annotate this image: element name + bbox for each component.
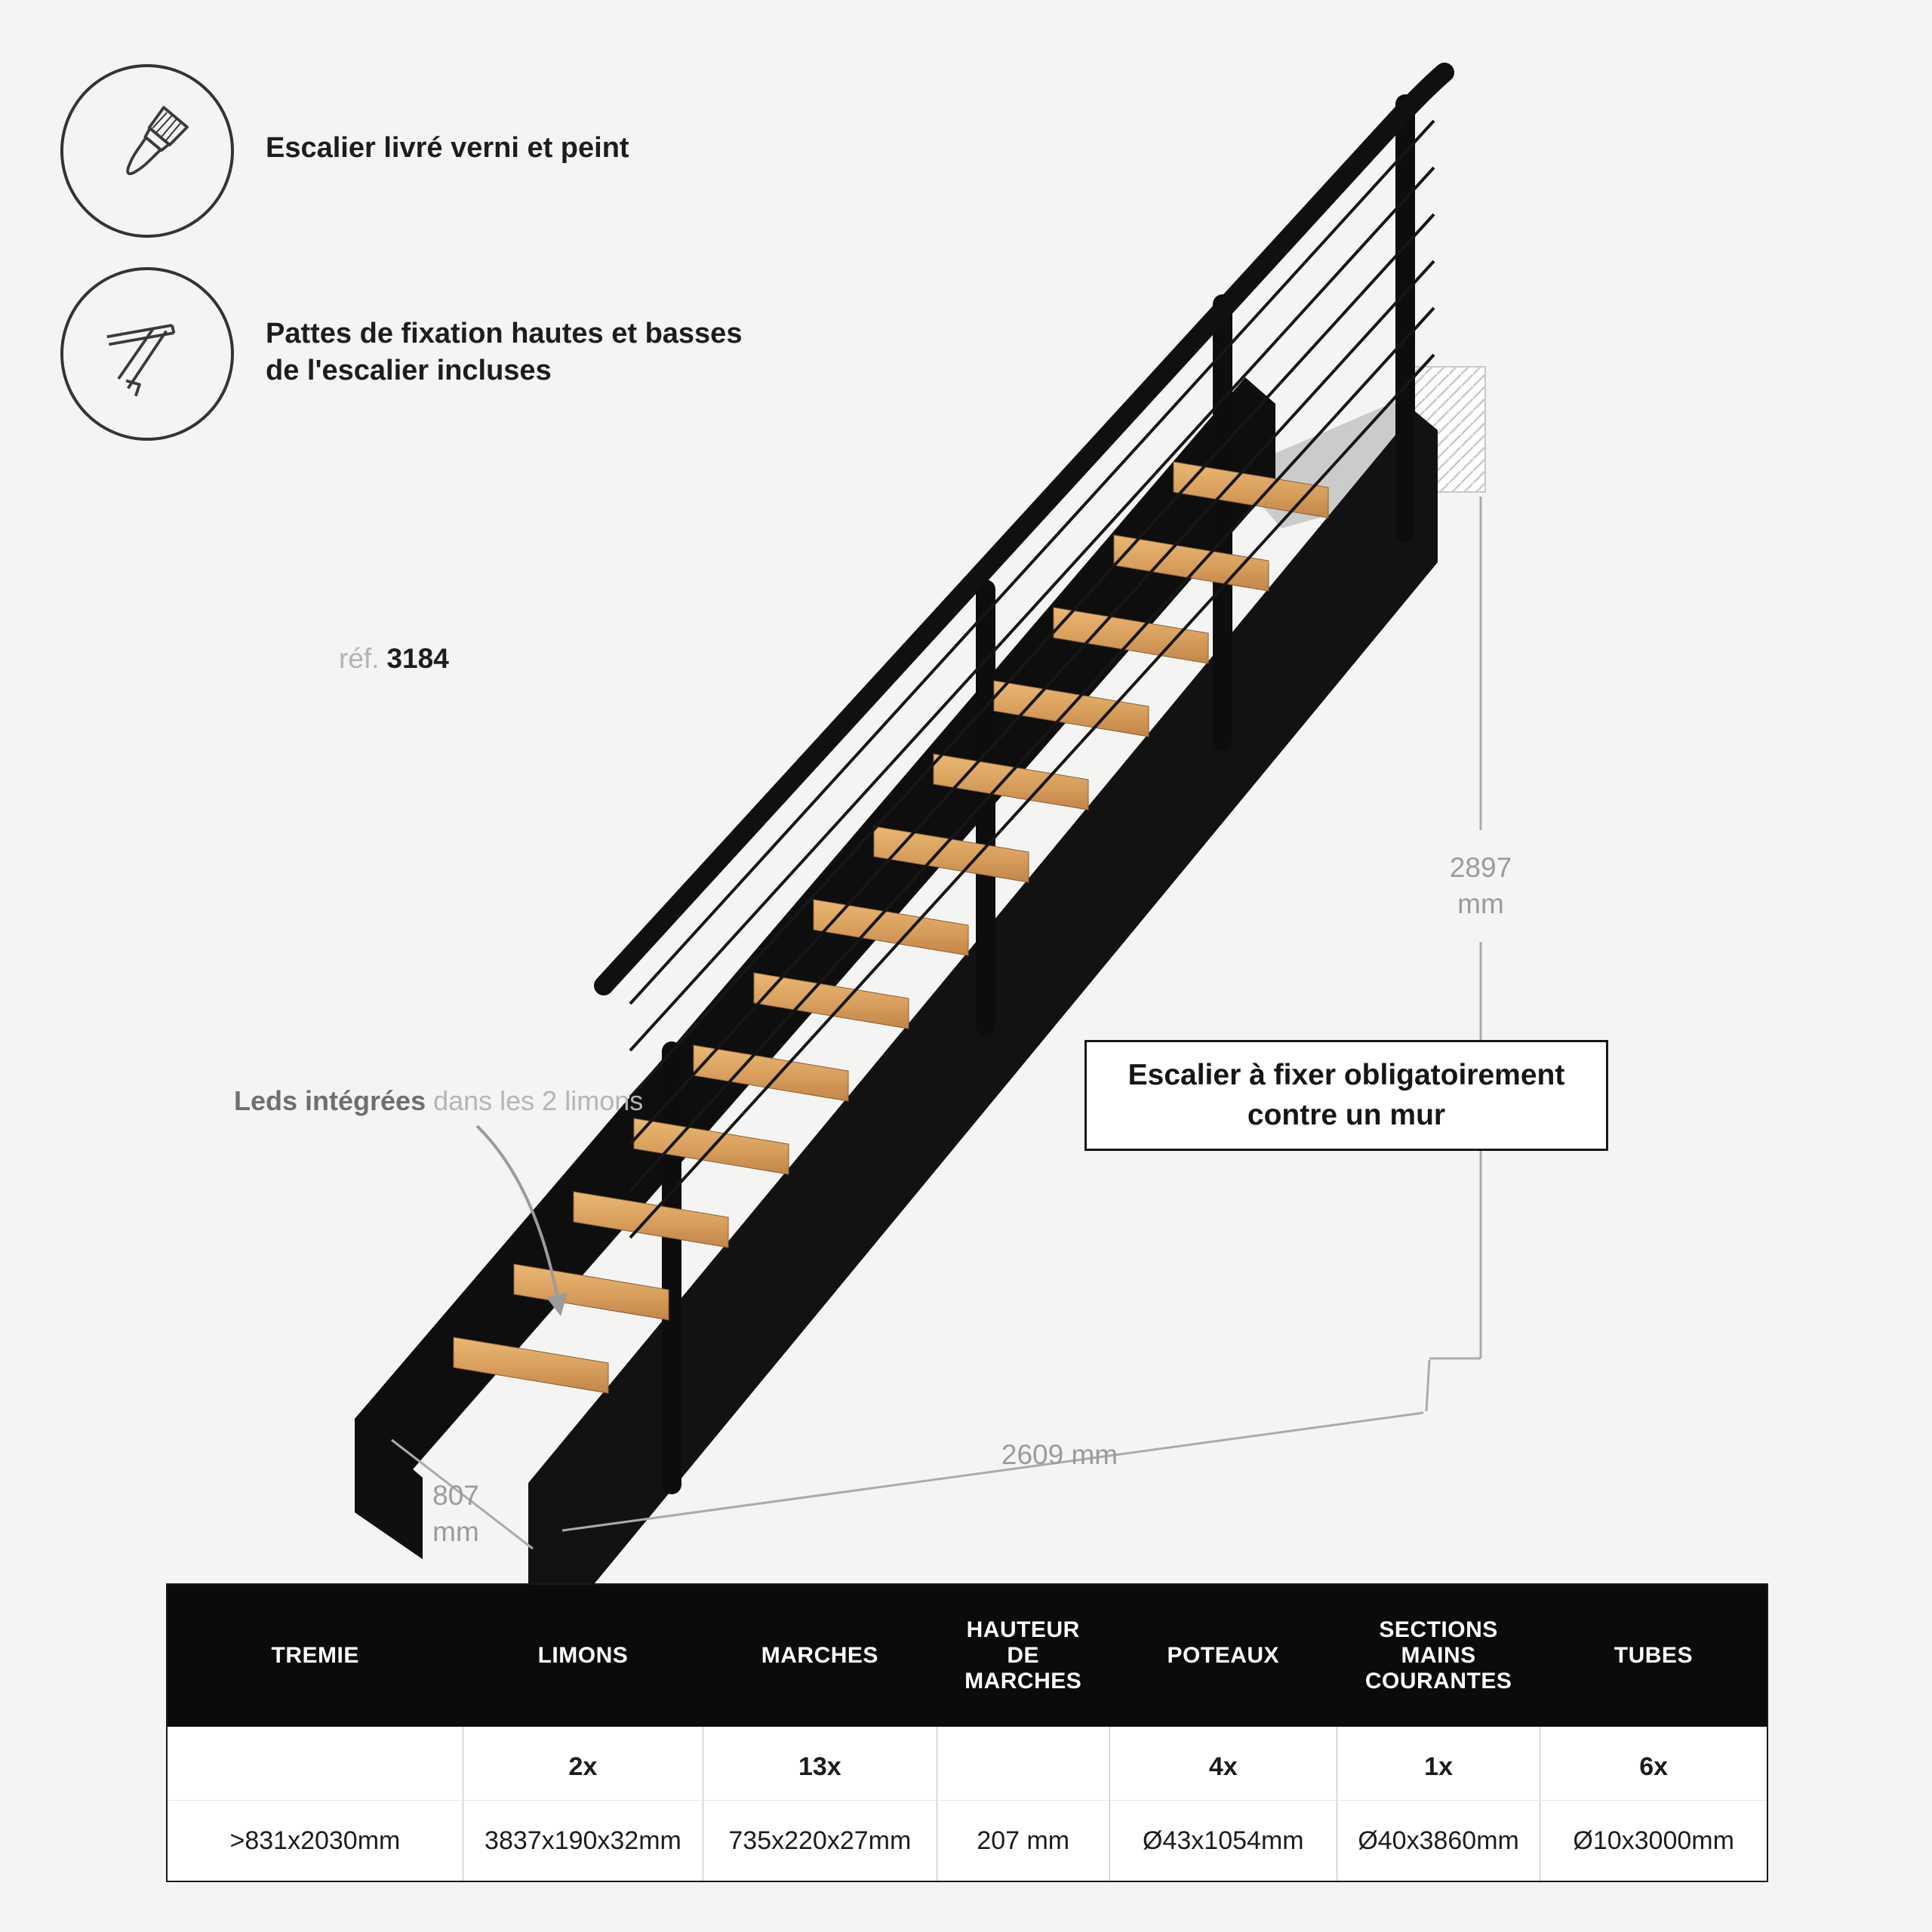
tread [1053,607,1209,664]
cable [629,306,1435,1192]
header-limons: LIMONS [463,1584,703,1727]
dimension-width-unit: mm [432,1516,479,1548]
qty-hauteur-de-marches [936,1727,1110,1801]
leds-annotation-rest: dans les 2 limons [426,1085,644,1116]
wall-mount-warning-box: Escalier à fixer obligatoirement contre … [1084,1040,1608,1152]
post [662,1041,681,1494]
value-tremie: >831x2030mm [229,1826,401,1855]
leds-arrow [475,1124,568,1316]
dimension-lines [391,497,1482,1550]
leds-annotation-bold: Leds intégrées [234,1085,426,1116]
qty-tubes: 6x [1540,1727,1767,1801]
qty-poteaux: 4x [1109,1727,1337,1801]
value-tubes: Ø10x3000mm [1540,1800,1767,1881]
header-sections-mains-courantes: SECTIONS MAINS COURANTES [1337,1584,1540,1727]
feature-fixation-label: Pattes de fixation hautes et basses de l… [266,315,742,389]
far-stringer-foot [355,1419,423,1559]
cable [629,260,1435,1146]
value-limons: 3837x190x32mm [462,1800,703,1881]
feature-fixation [60,267,234,441]
header-hauteur-de-marches: HAUTEUR DE MARCHES [937,1584,1110,1727]
length-dim-line [561,1411,1424,1532]
fixation-bracket-icon [60,267,234,441]
height-dim-connector [1425,1359,1431,1412]
feature-varnish-label: Escalier livré verni et peint [266,132,629,164]
value-hauteur-de-marches: 207 mm [936,1800,1110,1881]
feature-fixation-label-line1: Pattes de fixation hautes et basses [266,318,743,349]
post [1213,294,1232,751]
treads-group [453,461,1329,1394]
spec-table: TREMIE LIMONS MARCHES HAUTEUR DE MARCHES… [166,1583,1768,1882]
handrail [594,63,1454,995]
dimension-height-value: 2897 [1449,852,1512,883]
reference: réf.3184 [339,643,449,675]
dimension-width-label: 807 mm [380,1478,531,1550]
tread [453,1337,609,1394]
header-tremie: TREMIE [167,1584,463,1727]
value-sections-mains-courantes: Ø40x3860mm [1336,1800,1540,1881]
tread [693,1044,849,1102]
cable [629,166,1435,1052]
tread [813,899,969,956]
feature-varnish [60,64,234,238]
qty-marches: 13x [703,1727,937,1801]
dimension-height-label: 2897 mm [1405,850,1556,922]
spec-table-value-row: >831x2030mm 3837x190x32mm 735x220x27mm 2… [167,1800,1767,1881]
spec-table-qty-row: 2x 13x 4x 1x 6x [167,1727,1767,1801]
cable [629,213,1435,1099]
cable [629,119,1435,1005]
tread [573,1191,729,1248]
reference-label: réf. [339,643,380,674]
qty-limons: 2x [462,1727,703,1801]
spec-table-header-row: TREMIE LIMONS MARCHES HAUTEUR DE MARCHES… [167,1584,1767,1727]
qty-sections-mains-courantes: 1x [1336,1727,1540,1801]
width-dim-line [391,1438,534,1550]
warning-line2: contre un mur [1247,1098,1446,1131]
header-poteaux: POTEAUX [1109,1584,1337,1727]
dimension-length-label: 2609 mm [1001,1439,1118,1470]
cables-group [629,119,1435,1239]
tread [993,680,1149,737]
post [976,580,995,1035]
feature-fixation-label-line2: de l'escalier incluses [266,354,552,386]
leds-annotation: Leds intégrées dans les 2 limons [234,1085,643,1117]
dimension-height-unit: mm [1457,888,1504,920]
value-marches: 735x220x27mm [703,1800,937,1881]
qty-tremie [167,1727,463,1801]
cable [629,353,1435,1239]
paint-brush-icon [60,64,234,238]
reference-value: 3184 [386,643,449,674]
dimension-width-value: 807 [432,1480,479,1511]
warning-line1: Escalier à fixer obligatoirement [1128,1059,1565,1091]
tread [873,826,1029,883]
value-poteaux: Ø43x1054mm [1109,1800,1337,1881]
header-marches: MARCHES [703,1584,937,1727]
header-tubes: TUBES [1540,1584,1767,1727]
